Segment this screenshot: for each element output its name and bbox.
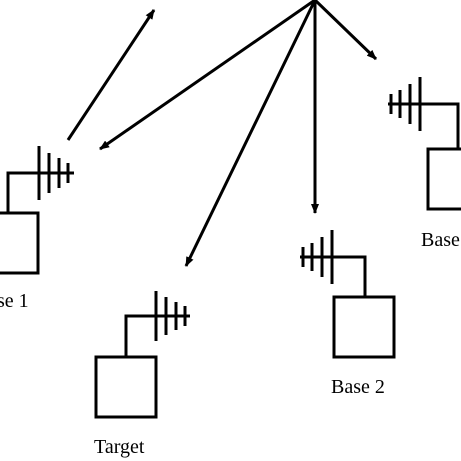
base3-label: Base — [421, 229, 460, 251]
arrow-source-to-base3 — [313, 0, 378, 61]
target-box — [94, 355, 158, 419]
target-antenna-icon — [154, 291, 187, 341]
arrow-source-to-base1 — [99, 0, 316, 151]
base1-label: se 1 — [0, 290, 29, 312]
target-station — [94, 291, 190, 419]
base1-box — [0, 211, 40, 275]
base3-antenna-icon — [389, 77, 422, 131]
base2-box — [332, 295, 396, 359]
arrow-source-to-target — [184, 0, 317, 267]
signal-arrows — [66, 0, 378, 267]
arrow-base1-to-top — [66, 9, 156, 141]
base3-box — [426, 147, 461, 211]
base1-mast — [6, 171, 74, 213]
base2-label: Base 2 — [331, 376, 385, 398]
base2-antenna-icon — [301, 230, 334, 284]
base1-antenna-icon — [37, 146, 70, 200]
base1-station — [0, 146, 74, 275]
base3-station — [388, 77, 461, 211]
target-label: Target — [94, 436, 145, 458]
target-mast — [124, 314, 190, 357]
base2-station — [300, 230, 396, 359]
